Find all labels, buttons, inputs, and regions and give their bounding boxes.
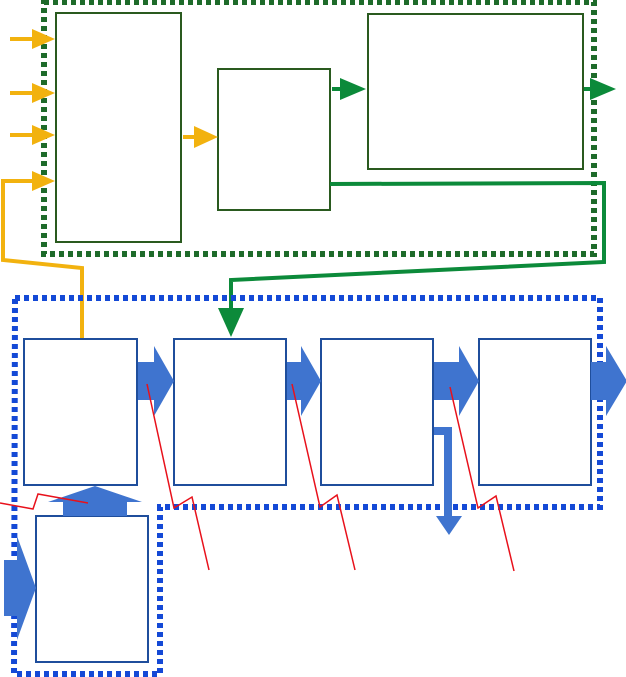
yellow-feedback-line [0, 179, 84, 338]
input-arrows [10, 29, 55, 191]
block-arrow-branch-down [434, 427, 462, 535]
lower-group-border [10, 295, 603, 677]
callout-lines [0, 383, 515, 572]
upper-group-border [41, 0, 597, 257]
lower-box-1 [23, 338, 138, 486]
lower-box-5 [35, 515, 149, 663]
block-arrow-input [4, 536, 36, 640]
callout-marker-4 [449, 386, 515, 572]
lower-box-2 [173, 338, 287, 486]
block-arrow-3-to-4 [434, 346, 479, 416]
upper-box-middle [217, 68, 331, 211]
lower-box-3 [320, 338, 434, 486]
block-arrow-output [591, 346, 626, 416]
lower-box-4 [478, 338, 592, 486]
callout-marker-3 [291, 383, 356, 571]
block-arrow-2-to-3 [287, 346, 321, 416]
callout-marker-1 [0, 493, 89, 510]
green-connector-head [218, 308, 244, 337]
upper-box-left [55, 12, 182, 243]
block-arrow-5-up [48, 486, 142, 516]
upper-box-right [367, 13, 584, 170]
green-connector [229, 180, 606, 312]
block-arrow-1-to-2 [138, 346, 174, 416]
callout-marker-2 [146, 383, 210, 571]
